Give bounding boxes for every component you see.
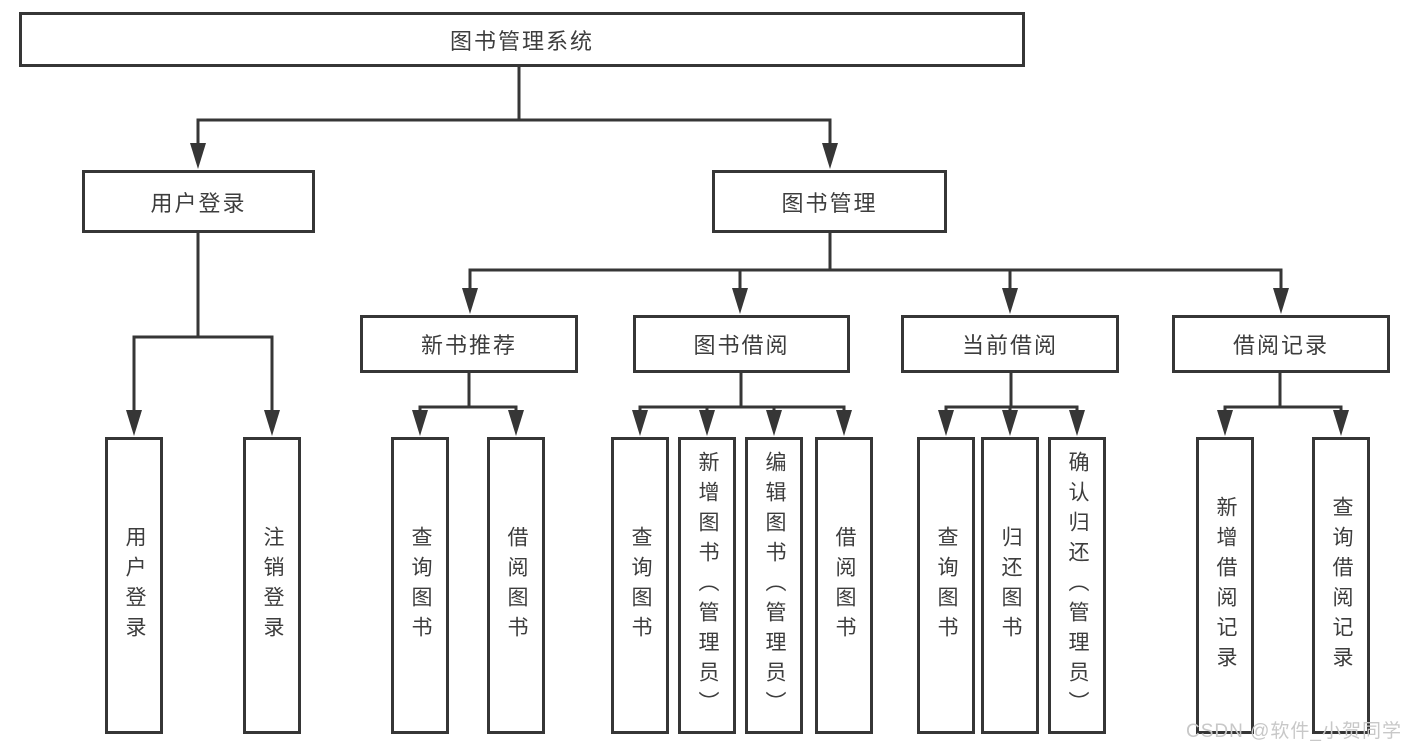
leaf-borrow-edit-books-label: 编辑图书（管理员） (763, 450, 786, 721)
node-book-mgmt-label: 图书管理 (781, 190, 878, 216)
arrow-down-icon (412, 410, 428, 436)
leaf-records-add-record: 新增借阅记录 (1196, 437, 1254, 734)
connector-current-borrow-to-leaves (944, 373, 1079, 412)
arrow-down-icon (508, 410, 524, 436)
connector-user-login-to-leaves (132, 233, 274, 412)
node-book-borrow: 图书借阅 (633, 315, 850, 373)
leaf-borrow-borrow-books: 借阅图书 (815, 437, 873, 734)
arrow-down-icon (1002, 410, 1018, 436)
arrow-down-icon (264, 410, 280, 436)
arrow-down-icon (1217, 410, 1233, 436)
arrow-down-icon (462, 288, 478, 314)
node-borrow-records: 借阅记录 (1172, 315, 1390, 373)
leaf-borrow-borrow-books-label: 借阅图书 (833, 525, 856, 646)
arrow-down-icon (822, 143, 838, 169)
node-current-borrow-label: 当前借阅 (961, 333, 1058, 358)
leaf-records-query-record: 查询借阅记录 (1312, 437, 1370, 734)
node-book-mgmt: 图书管理 (712, 170, 947, 233)
arrow-down-icon (632, 410, 648, 436)
leaf-current-return-books-label: 归还图书 (999, 525, 1022, 646)
connector-root-to-level2 (196, 67, 832, 145)
leaf-current-query-books-label: 查询图书 (935, 525, 958, 646)
node-user-login-label: 用户登录 (150, 190, 247, 216)
node-book-borrow-label: 图书借阅 (693, 333, 790, 358)
leaf-current-return-books: 归还图书 (981, 437, 1039, 734)
node-user-login: 用户登录 (82, 170, 315, 233)
arrow-down-icon (190, 143, 206, 169)
connector-book-mgmt-to-level3 (468, 233, 1283, 290)
arrowheads (126, 143, 1349, 436)
node-borrow-records-label: 借阅记录 (1232, 333, 1329, 358)
leaf-current-query-books: 查询图书 (917, 437, 975, 734)
leaf-logout-label: 注销登录 (261, 525, 284, 646)
connector-book-borrow-to-leaves (638, 373, 846, 412)
leaf-user-login: 用户登录 (105, 437, 163, 734)
leaf-newrec-query-books: 查询图书 (391, 437, 449, 734)
arrow-down-icon (1273, 288, 1289, 314)
csdn-watermark: CSDN @软件_小贺同学 (1186, 721, 1402, 742)
leaf-borrow-edit-books: 编辑图书（管理员） (745, 437, 803, 734)
leaf-borrow-add-books: 新增图书（管理员） (678, 437, 736, 734)
leaf-newrec-borrow-books: 借阅图书 (487, 437, 545, 734)
arrow-down-icon (699, 410, 715, 436)
arrow-down-icon (1002, 288, 1018, 314)
arrow-down-icon (836, 410, 852, 436)
arrow-down-icon (1333, 410, 1349, 436)
node-new-book-rec: 新书推荐 (360, 315, 578, 373)
leaf-borrow-add-books-label: 新增图书（管理员） (696, 450, 719, 721)
leaf-records-add-record-label: 新增借阅记录 (1214, 495, 1237, 676)
leaf-records-query-record-label: 查询借阅记录 (1330, 495, 1353, 676)
connector-new-book-rec-to-leaves (418, 373, 518, 412)
leaf-newrec-query-books-label: 查询图书 (409, 525, 432, 646)
arrow-down-icon (1069, 410, 1085, 436)
node-root: 图书管理系统 (19, 12, 1025, 67)
connector-borrow-records-to-leaves (1223, 373, 1343, 412)
node-new-book-rec-label: 新书推荐 (420, 333, 517, 358)
leaf-current-confirm-return: 确认归还（管理员） (1048, 437, 1106, 734)
arrow-down-icon (766, 410, 782, 436)
arrow-down-icon (938, 410, 954, 436)
leaf-newrec-borrow-books-label: 借阅图书 (505, 525, 528, 646)
leaf-borrow-query-books: 查询图书 (611, 437, 669, 734)
node-root-label: 图书管理系统 (449, 28, 594, 54)
leaf-current-confirm-return-label: 确认归还（管理员） (1066, 450, 1089, 721)
leaf-user-login-label: 用户登录 (123, 525, 146, 646)
arrow-down-icon (732, 288, 748, 314)
arrow-down-icon (126, 410, 142, 436)
leaf-logout: 注销登录 (243, 437, 301, 734)
leaf-borrow-query-books-label: 查询图书 (629, 525, 652, 646)
node-current-borrow: 当前借阅 (901, 315, 1119, 373)
